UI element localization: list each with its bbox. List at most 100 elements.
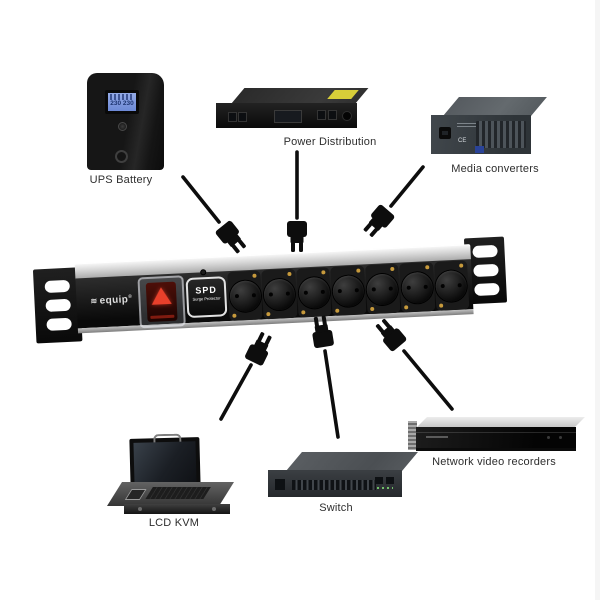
socket-icon — [366, 272, 399, 306]
rack-ear-hole — [44, 298, 71, 312]
pdu-power-strip: equip® SPD Surge Protector — [32, 234, 508, 344]
nvr-brand-mark — [426, 436, 448, 438]
screw-icon — [369, 306, 375, 312]
kvm-front-rail — [124, 504, 230, 514]
ups-lcd-value: 230 230 — [110, 100, 134, 107]
schuko-outlet — [433, 260, 470, 311]
port-icon — [317, 110, 326, 120]
screw-icon — [301, 310, 306, 315]
spd-badge: SPD Surge Protector — [185, 276, 228, 319]
port-icon — [386, 477, 394, 484]
rack-ear-hole — [473, 282, 500, 297]
rack-ear-hole — [43, 279, 70, 294]
vent-grille-icon — [476, 121, 526, 148]
red-rocker-switch — [145, 281, 178, 323]
spd-subtitle: Surge Protector — [192, 295, 221, 302]
schuko-outlet — [399, 262, 435, 313]
screw-icon — [287, 271, 292, 277]
screw-icon — [404, 305, 409, 310]
port-icon — [375, 477, 383, 484]
ups-power-button-icon — [118, 122, 127, 131]
rack-ear-hole — [45, 317, 72, 331]
port-icon — [328, 110, 337, 120]
label-lcd-kvm: LCD KVM — [148, 517, 200, 529]
port-icon — [275, 479, 285, 490]
screw-icon — [252, 273, 257, 278]
screw-icon — [321, 270, 326, 275]
network-switch-image — [268, 452, 418, 502]
socket-icon — [263, 277, 296, 311]
meter-display — [274, 110, 302, 123]
schuko-outlet — [227, 270, 264, 322]
pdu-power-switch — [137, 275, 186, 329]
screw-icon — [232, 313, 237, 318]
power-inlet-icon — [342, 111, 352, 121]
label-switch: Switch — [319, 502, 353, 514]
label-nvr: Network video recorders — [432, 456, 556, 468]
rocker-caption — [150, 314, 175, 319]
schuko-outlet — [296, 267, 332, 318]
socket-icon — [400, 271, 434, 304]
ups-lcd-display: 230 230 — [105, 90, 139, 114]
pdu-strip-body: equip® SPD Surge Protector — [32, 223, 509, 350]
label-ups-battery: UPS Battery — [89, 174, 153, 186]
nvr-gloss-line — [416, 432, 576, 433]
kvm-keyboard-icon — [145, 487, 211, 499]
nvr-button-icon — [559, 436, 562, 439]
power-distribution-front — [216, 103, 357, 128]
rack-ear-hole — [472, 263, 499, 278]
screw-icon — [335, 308, 340, 313]
port-icon — [238, 112, 247, 122]
equip-brand-logo: equip® — [90, 294, 132, 307]
kvm-keyboard-tray — [107, 482, 234, 506]
yellow-sticker — [327, 90, 359, 99]
rack-ear-hole — [471, 244, 498, 259]
screw-icon — [459, 263, 464, 268]
equip-swirl-icon — [90, 296, 98, 307]
kvm-touchpad-icon — [124, 489, 147, 500]
nvr-front — [416, 427, 576, 448]
socket-icon — [297, 276, 331, 309]
socket-icon — [332, 274, 365, 307]
power-cord-line — [181, 175, 221, 224]
switch-front — [268, 470, 402, 497]
label-media-converters: Media converters — [451, 163, 539, 175]
power-distribution-top — [231, 88, 369, 104]
screw-icon — [266, 311, 271, 317]
lcd-kvm-image — [107, 433, 236, 520]
ups-battery-image: 230 230 — [87, 73, 164, 170]
led-indicators-icon — [377, 487, 393, 489]
screw-icon — [438, 303, 443, 308]
registered-mark: ® — [127, 293, 133, 300]
spec-text-lines — [457, 123, 479, 129]
schuko-outlet — [330, 265, 367, 316]
screw-icon — [424, 265, 429, 270]
media-converter-top — [443, 97, 547, 116]
screw-icon — [390, 266, 395, 272]
switch-top — [286, 452, 418, 471]
power-cord-line — [389, 165, 425, 208]
port-icon — [228, 112, 237, 122]
schuko-outlet — [364, 263, 401, 315]
schuko-outlet — [261, 268, 298, 320]
ups-brand-logo-icon — [115, 150, 128, 163]
port-row-icon — [292, 480, 376, 490]
power-inlet-icon — [439, 127, 451, 139]
media-converter-front: CE — [431, 115, 531, 154]
socket-icon — [435, 269, 468, 302]
nvr-button-icon — [547, 436, 550, 439]
fiber-connector-icon — [475, 146, 484, 153]
power-cord-line — [323, 349, 340, 439]
nvr-side-vent-icon — [408, 421, 417, 450]
label-power-distribution: Power Distribution — [283, 136, 377, 148]
socket-icon — [228, 279, 262, 312]
warning-triangle-icon — [150, 286, 172, 305]
screw-icon — [355, 268, 361, 273]
nvr-base — [416, 448, 576, 451]
power-cord-line — [219, 363, 253, 421]
spd-title: SPD — [195, 284, 218, 296]
photo-edge-shade — [595, 0, 600, 600]
power-distribution-image — [215, 88, 369, 134]
ce-mark: CE — [458, 138, 467, 144]
